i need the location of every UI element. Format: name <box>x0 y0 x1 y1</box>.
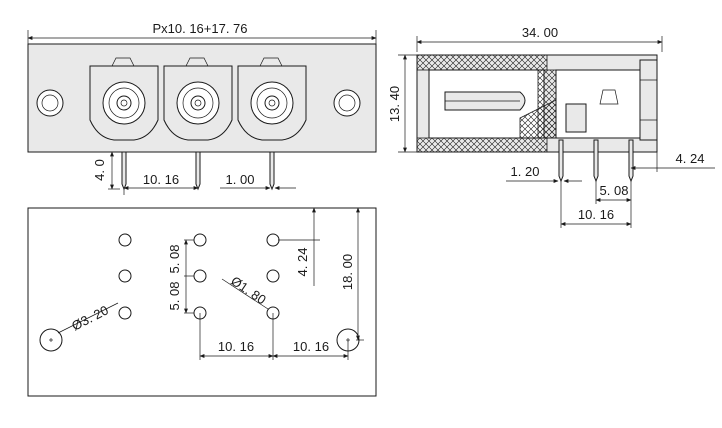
side-pin-offset-label: 4. 24 <box>676 151 705 166</box>
front-terminal-2 <box>163 57 233 141</box>
pcb-mount-hole-left <box>39 328 63 352</box>
pcb-offset-label: 4. 24 <box>295 248 310 277</box>
side-view: 34. 00 13. 40 1. 20 <box>387 25 715 228</box>
side-height-label: 13. 40 <box>387 86 402 122</box>
pcb-hole <box>266 269 280 283</box>
side-pins <box>558 139 634 183</box>
pcb-layout: Ø3. 20 Ø1. 80 5. 08 5. 08 10. 16 10. 16 … <box>27 207 377 397</box>
side-pin-width-label: 1. 20 <box>511 164 540 179</box>
pcb-hole <box>193 233 207 247</box>
side-wall-top <box>416 54 548 71</box>
side-pin-spacing-a-label: 5. 08 <box>600 183 629 198</box>
side-wall-bottom <box>416 137 548 153</box>
pcb-hole <box>118 233 132 247</box>
front-pin-length-label: 4. 0 <box>92 159 107 181</box>
pcb-height-label: 18. 00 <box>340 254 355 290</box>
front-terminal-1 <box>89 57 159 141</box>
front-view: Px10. 16+17. 76 <box>27 21 377 195</box>
pcb-col-spacing-b-label: 10. 16 <box>293 339 329 354</box>
pcb-row-spacing-b-label: 5. 08 <box>167 282 182 311</box>
pcb-row-spacing-a-label: 5. 08 <box>167 245 182 274</box>
front-pin-pitch-label: 10. 16 <box>143 172 179 187</box>
front-mount-hole-right <box>333 89 361 117</box>
front-terminal-3 <box>237 57 307 141</box>
front-pitch-label: Px10. 16+17. 76 <box>152 21 247 36</box>
front-pins <box>121 151 275 191</box>
pcb-hole <box>193 269 207 283</box>
front-mount-hole-left <box>36 89 64 117</box>
side-length-label: 34. 00 <box>522 25 558 40</box>
pcb-hole <box>266 233 280 247</box>
pcb-col-spacing-a-label: 10. 16 <box>218 339 254 354</box>
pcb-hole <box>118 306 132 320</box>
side-pin-spacing-b-label: 10. 16 <box>578 207 614 222</box>
pcb-hole <box>118 269 132 283</box>
front-pin-width-label: 1. 00 <box>226 172 255 187</box>
